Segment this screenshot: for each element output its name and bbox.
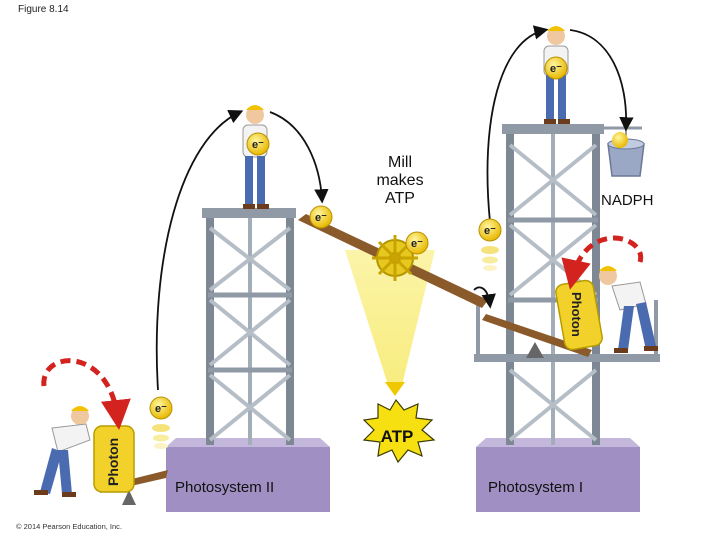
- photosystem-i-label: Photosystem I: [488, 479, 584, 496]
- mill-label-line2: makes: [376, 172, 424, 189]
- left-photon-barrel-icon: Photon: [93, 425, 135, 493]
- atp-burst-icon: [362, 398, 436, 464]
- photosystem-i-tower: [474, 124, 660, 512]
- electron-icon-group: e⁻ e⁻ e⁻ e⁻ e⁻ e⁻: [149, 56, 568, 449]
- svg-text:e⁻: e⁻: [484, 225, 496, 237]
- electron-icon: e⁻: [405, 231, 429, 255]
- mill-wheel-icon: [372, 235, 418, 281]
- worker-right-ledge: [599, 266, 658, 353]
- right-photon-label: Photon: [569, 292, 584, 337]
- ps1-platform: [502, 124, 604, 134]
- left-photon-arrow: [41, 358, 131, 430]
- electron-icon: e⁻: [478, 218, 502, 242]
- ps1-ledge: [474, 354, 660, 362]
- ps1-base: [476, 447, 640, 512]
- copyright-notice: © 2014 Pearson Education, Inc.: [16, 522, 123, 531]
- electron-path-arrows: [155, 25, 634, 391]
- electron-icon: e⁻: [544, 56, 568, 80]
- mill-label-line1: Mill: [388, 154, 412, 171]
- right-photon-barrel-icon: Photon: [555, 279, 603, 351]
- electron-icon: e⁻: [309, 205, 333, 229]
- mill-label-line3: ATP: [385, 190, 415, 207]
- energy-cone: [345, 250, 435, 385]
- right-photon-arrow: [561, 235, 644, 290]
- atp-arrow-head: [385, 382, 405, 396]
- ps2-platform: [202, 208, 296, 218]
- figure-label: Figure 8.14: [18, 4, 69, 15]
- atp-burst-label: ATP: [381, 427, 414, 446]
- svg-text:e⁻: e⁻: [550, 63, 562, 75]
- worker-left-ground: [34, 406, 91, 497]
- svg-text:e⁻: e⁻: [411, 238, 423, 250]
- worker-ps2-top: [242, 105, 269, 209]
- photosystem-ii-label: Photosystem II: [175, 479, 275, 496]
- nadph-label: NADPH: [601, 192, 654, 209]
- electron-icon: e⁻: [246, 132, 270, 156]
- left-photon-label: Photon: [105, 438, 121, 486]
- mill-label: Mill makes ATP: [352, 154, 448, 208]
- photosystem-ii-tower: [166, 208, 330, 512]
- right-seesaw: [482, 314, 592, 358]
- ps2-base: [166, 447, 330, 512]
- nadph-bucket-icon: [604, 126, 645, 177]
- svg-text:e⁻: e⁻: [252, 139, 264, 151]
- electron-icon: e⁻: [149, 396, 173, 420]
- svg-text:e⁻: e⁻: [155, 403, 167, 415]
- svg-text:e⁻: e⁻: [315, 212, 327, 224]
